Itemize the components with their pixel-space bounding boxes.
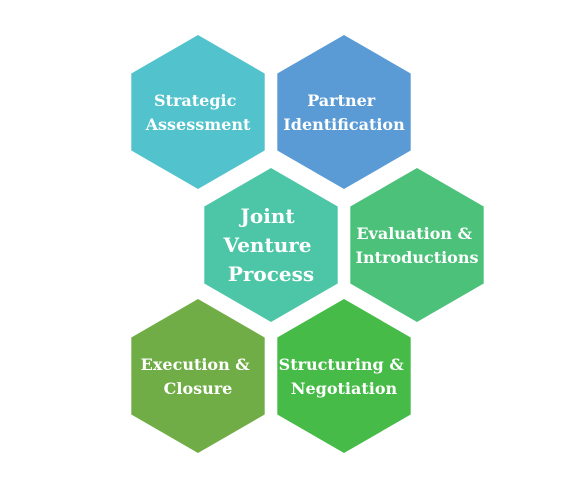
- hex-strategic-assessment: Strategic Assessment: [131, 35, 265, 189]
- hex-label-line: Identification: [283, 115, 405, 134]
- hex-joint-venture-process: Joint Venture Process: [204, 168, 338, 322]
- hex-label-line: Negotiation: [291, 379, 398, 398]
- hex-execution-closure: Execution & Closure: [131, 299, 265, 453]
- hex-label: Execution & Closure: [141, 355, 256, 398]
- hex-label-line: Joint: [238, 204, 295, 228]
- hex-label-line: Closure: [164, 379, 233, 398]
- hexagon-shape: [204, 168, 338, 322]
- hex-label-line: Process: [228, 262, 314, 286]
- hex-label-line: Execution &: [141, 355, 251, 374]
- hex-label-line: Evaluation &: [356, 224, 472, 243]
- hex-evaluation-introductions: Evaluation & Introductions: [350, 168, 484, 322]
- hex-structuring-negotiation: Structuring & Negotiation: [277, 299, 411, 453]
- hex-label: Strategic Assessment: [145, 91, 251, 134]
- hex-partner-identification: Partner Identification: [277, 35, 411, 189]
- hexagon-shape: [277, 299, 411, 453]
- hex-label: Partner Identification: [283, 91, 405, 134]
- hex-label: Joint Venture Process: [223, 204, 319, 286]
- hexagon-shape: [131, 35, 265, 189]
- hex-label-line: Venture: [223, 233, 312, 257]
- hex-label-line: Introductions: [356, 248, 479, 267]
- hex-label-line: Partner: [307, 91, 376, 110]
- hex-label-line: Structuring &: [279, 355, 405, 374]
- hex-label: Structuring & Negotiation: [279, 355, 410, 398]
- hex-label-line: Strategic: [154, 91, 237, 110]
- hexagon-shape: [131, 299, 265, 453]
- hexagon-shape: [350, 168, 484, 322]
- hexagon-shape: [277, 35, 411, 189]
- hex-label-line: Assessment: [145, 115, 251, 134]
- hex-label: Evaluation & Introductions: [356, 224, 479, 267]
